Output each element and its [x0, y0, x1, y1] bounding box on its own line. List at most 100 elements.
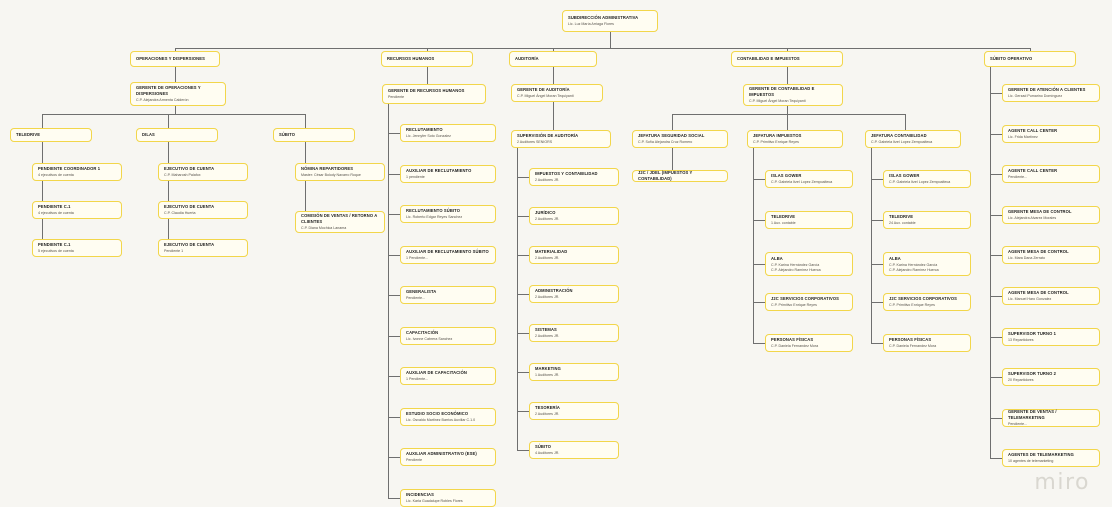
org-branch-operaciones[interactable]: OPERACIONES Y DISPERSIONES	[130, 51, 220, 67]
org-node-title: GERENTE DE OPERACIONES Y DISPERSIONES	[136, 85, 201, 96]
org-group-0[interactable]: TELEDRIVE	[10, 128, 92, 142]
org-node-subtitle: Pendiente...	[1008, 175, 1028, 180]
org-node-subtitle: Lic. Roberto Edgar Reyes Sanchez	[406, 215, 463, 220]
org-node-subtitle: C.P. Claudia Huerta	[164, 211, 196, 216]
org-node-subtitle: 1 pendiente	[406, 174, 425, 179]
org-node-leaf[interactable]: Pendiente C.14 ejecutivos de cuenta	[32, 201, 122, 219]
org-node-title: AUXILIAR DE RECLUTAMIENTO SÚBITO	[406, 248, 489, 254]
org-node-title: GERENTE DE AUDITORÍA	[517, 87, 570, 93]
org-node-title: TELEDRIVE	[16, 132, 41, 138]
org-node-subtitle: C.P. Gabriela Itzel Lopez Zempoalteca	[871, 140, 933, 145]
org-node-title: MARKETING	[535, 366, 561, 372]
org-branch-contabilidad[interactable]: CONTABILIDAD E IMPUESTOS	[731, 51, 843, 67]
org-node-title: AGENTE MESA DE CONTROL	[1008, 290, 1069, 296]
org-node-subtitle: 1 Pendiente...	[406, 255, 429, 260]
connector-horizontal	[517, 450, 529, 451]
org-branch-auditoria[interactable]: AUDITORÍA	[509, 51, 597, 67]
org-node-title: RECLUTAMIENTO	[406, 127, 443, 133]
connector-horizontal	[871, 264, 883, 265]
connector-horizontal	[672, 114, 905, 115]
connector-vertical	[672, 114, 673, 130]
org-node-title: JURÍDICO	[535, 210, 556, 216]
org-branch-recursos-humanos[interactable]: RECURSOS HUMANOS	[381, 51, 473, 67]
org-node-subtitle: Lic. Frida Martínez	[1008, 134, 1038, 139]
connector-horizontal	[517, 255, 529, 256]
org-node-leaf[interactable]: J2C / JDEL (IMPUESTOS Y CONTABILIDAD)	[632, 170, 728, 182]
org-node-title: ALBA	[889, 255, 901, 261]
connector-horizontal	[388, 295, 400, 296]
org-node-leaf[interactable]: AUXILIAR ADMINISTRATIVO (ESE)Pendiente	[400, 448, 496, 466]
org-node-title: EJECUTIVO DE CUENTA	[164, 166, 215, 172]
connector-horizontal	[753, 343, 765, 344]
org-node-title: ADMINISTRACIÓN	[535, 288, 573, 294]
org-node-leaf[interactable]: Pendiente C.15 ejecutivos de cuenta	[32, 239, 122, 257]
connector-vertical	[905, 114, 906, 130]
org-node-title: JEFATURA SEGURIDAD SOCIAL	[638, 133, 705, 139]
org-node-title: SISTEMAS	[535, 327, 557, 333]
org-group-2[interactable]: SÚBITO	[273, 128, 355, 142]
org-node-subtitle: 2 Auditores JR.	[535, 178, 560, 183]
org-group-1[interactable]: DILAS	[136, 128, 218, 142]
org-node-title: AGENTE MESA DE CONTROL	[1008, 249, 1069, 255]
org-branch-subito-operativo[interactable]: SÚBITO OPERATIVO	[984, 51, 1076, 67]
org-node-title: COMISIÓN DE VENTAS / RETORNO A CLIENTES	[301, 213, 378, 224]
connector-horizontal	[871, 302, 883, 303]
org-node-leaf[interactable]: Pendiente Coordinador 14 ejecutivos de c…	[32, 163, 122, 181]
connector-horizontal	[517, 411, 529, 412]
connector-horizontal	[753, 264, 765, 265]
org-node-subtitle: 2 Auditores JR.	[535, 334, 560, 339]
